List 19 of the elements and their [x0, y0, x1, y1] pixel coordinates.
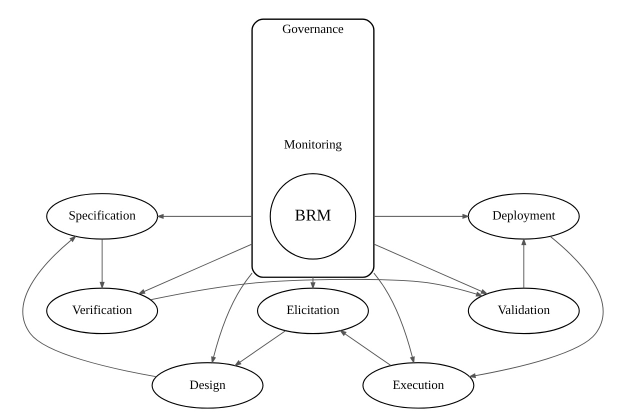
arrow: [156, 214, 253, 219]
arrow: [22, 236, 157, 378]
arrow: [373, 214, 470, 219]
node-ellipse: Execution: [362, 362, 474, 409]
arrow: [468, 236, 604, 378]
arrow: [211, 272, 253, 364]
node-ellipse: Design: [152, 362, 264, 409]
node-circle: BRM: [270, 173, 356, 260]
arrow: [150, 278, 484, 300]
arrow: [339, 330, 392, 366]
node-ellipse: Deployment: [468, 193, 580, 240]
arrow: [373, 244, 488, 294]
node-ellipse: Elicitation: [257, 288, 369, 334]
node-ellipse: Specification: [46, 193, 158, 240]
arrow: [234, 330, 286, 366]
arrow: [373, 272, 415, 364]
arrow: [521, 238, 526, 288]
arrow: [100, 238, 105, 290]
arrow: [138, 244, 253, 294]
